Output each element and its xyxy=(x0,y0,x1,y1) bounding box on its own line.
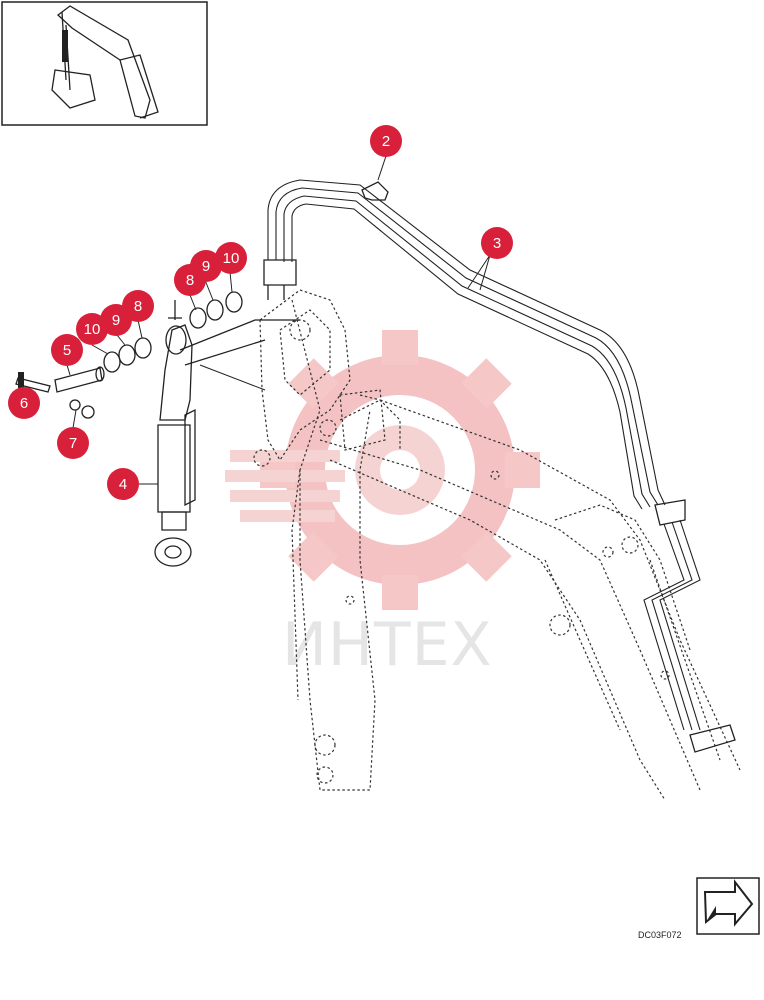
callout-6: 6 xyxy=(8,387,40,419)
callout-2: 2 xyxy=(370,125,402,157)
callout-circle xyxy=(107,468,139,500)
callout-circle xyxy=(190,250,222,282)
callout-label: 10 xyxy=(223,250,240,267)
callout-circle xyxy=(57,427,89,459)
callout-label: 3 xyxy=(493,235,501,252)
callout-label: 9 xyxy=(202,258,210,275)
callout-4: 4 xyxy=(107,468,139,500)
callout-7: 7 xyxy=(57,427,89,459)
callout-10: 10 xyxy=(215,242,247,274)
excavator-arm-thumbnail xyxy=(1,1,208,126)
callout-3: 3 xyxy=(481,227,513,259)
boom-cylinder xyxy=(154,300,300,567)
callout-label: 9 xyxy=(112,312,120,329)
callout-circle xyxy=(481,227,513,259)
callout-label: 5 xyxy=(63,342,71,359)
drawing-code: DC03F072 xyxy=(638,930,682,940)
arrow-icon[interactable] xyxy=(696,877,760,935)
callout-10: 10 xyxy=(76,313,108,345)
callout-label: 6 xyxy=(20,395,28,412)
boom-outline xyxy=(253,289,741,801)
callout-circle xyxy=(76,313,108,345)
callout-circle xyxy=(8,387,40,419)
callout-label: 10 xyxy=(84,321,101,338)
callout-label: 8 xyxy=(186,272,194,289)
leader-lines xyxy=(21,155,491,485)
callout-circle xyxy=(215,242,247,274)
callout-circle xyxy=(370,125,402,157)
callout-label: 8 xyxy=(134,298,142,315)
callout-label: 4 xyxy=(119,476,127,493)
callout-9: 9 xyxy=(190,250,222,282)
callout-5: 5 xyxy=(51,334,83,366)
pin-and-hardware xyxy=(15,291,243,419)
watermark-logo: ИНТЕХ xyxy=(225,330,540,680)
callout-label: 7 xyxy=(69,435,77,452)
callout-label: 2 xyxy=(382,133,390,150)
watermark-text: ИНТЕХ xyxy=(282,610,493,680)
hose-clamp xyxy=(361,181,389,201)
hydraulic-hoses xyxy=(263,179,736,753)
callout-circle xyxy=(51,334,83,366)
callout-8: 8 xyxy=(122,290,154,322)
callout-circle xyxy=(122,290,154,322)
